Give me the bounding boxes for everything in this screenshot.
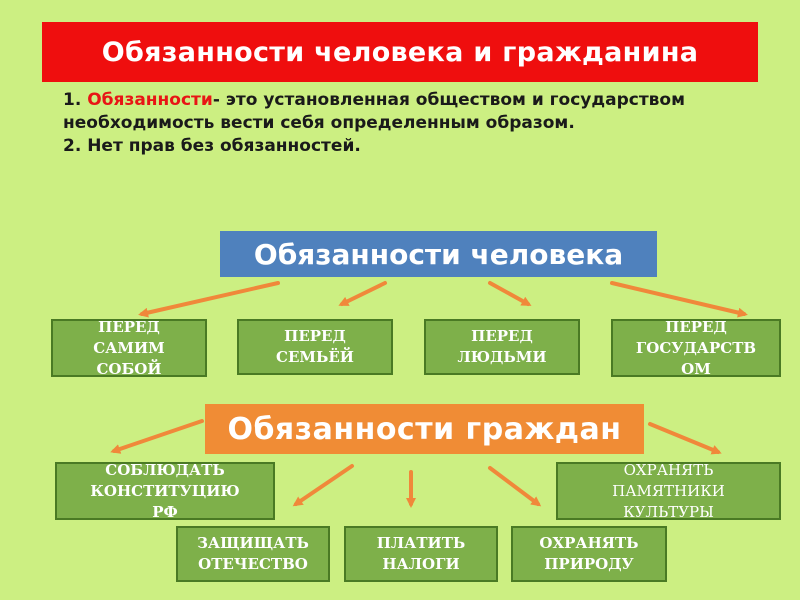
arrow-person-family: [338, 281, 387, 306]
citizen-duties-header: Обязанности граждан: [205, 404, 644, 454]
citizen-box-monuments: ОХРАНЯТЬ ПАМЯТНИКИ КУЛЬТУРЫ: [556, 462, 781, 520]
citizen-box-constitution: СОБЛЮДАТЬ КОНСТИТУЦИЮ РФ: [55, 462, 275, 520]
duty-box-self: ПЕРЕД САМИМ СОБОЙ: [51, 319, 207, 377]
arrow-person-people: [488, 281, 532, 306]
title-bar: Обязанности человека и гражданина: [42, 22, 758, 82]
definition-text: 1. Обязанности- это установленная общест…: [63, 89, 753, 158]
definition-line-1: 1. Обязанности- это установленная общест…: [63, 90, 686, 133]
arrow-citizen-constitution: [110, 419, 204, 454]
citizen-box-defend: ЗАЩИЩАТЬ ОТЕЧЕСТВО: [176, 526, 330, 582]
page-title: Обязанности человека и гражданина: [101, 36, 699, 68]
arrow-citizen-monuments: [648, 422, 722, 455]
definition-term: Обязанности: [87, 90, 213, 110]
duty-box-family: ПЕРЕД СЕМЬЁЙ: [237, 319, 393, 375]
citizen-box-taxes: ПЛАТИТЬ НАЛОГИ: [344, 526, 498, 582]
arrow-citizen-defend: [292, 464, 354, 507]
arrow-person-self: [138, 281, 280, 318]
duty-box-state: ПЕРЕД ГОСУДАРСТВ ОМ: [611, 319, 781, 377]
definition-line-2: 2. Нет прав без обязанностей.: [63, 136, 361, 156]
arrow-citizen-nature: [488, 466, 542, 507]
duty-box-people: ПЕРЕД ЛЮДЬМИ: [424, 319, 580, 375]
person-duties-header: Обязанности человека: [220, 231, 657, 277]
citizen-box-nature: ОХРАНЯТЬ ПРИРОДУ: [511, 526, 667, 582]
arrow-person-state: [610, 281, 748, 318]
